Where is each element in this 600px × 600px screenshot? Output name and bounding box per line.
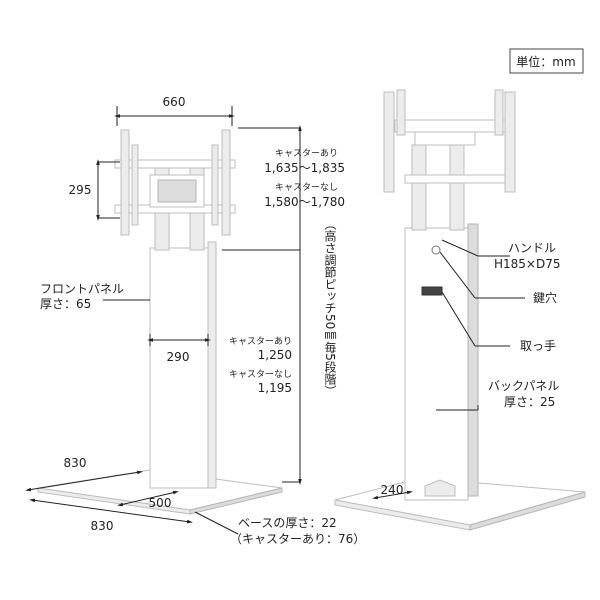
handle-size: H185×D75 bbox=[494, 257, 561, 271]
key-hole-label: 鍵穴 bbox=[533, 290, 557, 305]
dim-height-mount-value: 295 bbox=[69, 183, 92, 197]
front-panel-label: フロントパネル bbox=[40, 282, 124, 296]
total-height-caster-on-label: キャスターあり bbox=[275, 148, 338, 159]
column-height-labels: キャスターあり 1,250 キャスターなし 1,195 bbox=[229, 336, 292, 395]
key-hole-callout: 鍵穴 bbox=[439, 251, 557, 305]
column-height-caster-off-label: キャスターなし bbox=[229, 369, 292, 380]
back-panel-callout: バックパネル 厚さ：25 bbox=[436, 379, 559, 411]
pitch-note: （高さ調節ピッチ50㎜毎5段階） bbox=[323, 218, 337, 397]
base-thickness-caster: （キャスターあり：76） bbox=[230, 532, 365, 546]
unit-label: 単位：mm bbox=[516, 54, 575, 69]
back-panel-label: バックパネル bbox=[488, 379, 559, 393]
column-height-caster-off-value: 1,195 bbox=[258, 381, 292, 395]
dim-width-top-value: 660 bbox=[163, 95, 186, 109]
handle-label: ハンドル bbox=[508, 241, 556, 255]
dim-base-depth-value: 830 bbox=[64, 456, 87, 470]
dim-base-width-value: 830 bbox=[91, 519, 114, 533]
base-thickness-callout: ベースの厚さ：22 （キャスターあり：76） bbox=[194, 511, 365, 546]
column-height-caster-on-value: 1,250 bbox=[258, 348, 292, 362]
front-panel-thickness: 厚さ：65 bbox=[40, 297, 91, 311]
dim-back-width: 240 bbox=[372, 483, 413, 500]
dim-height-column bbox=[222, 249, 300, 483]
dim-width-top: 660 bbox=[114, 95, 235, 126]
dim-column-width: 290 bbox=[147, 334, 211, 364]
grip-label: 取っ手 bbox=[520, 339, 556, 353]
dim-back-width-value: 240 bbox=[381, 483, 404, 497]
dim-column-width-value: 290 bbox=[167, 350, 190, 364]
dim-column-depth-value: 500 bbox=[149, 496, 172, 510]
total-height-caster-off-label: キャスターなし bbox=[275, 182, 338, 193]
front-panel-callout: フロントパネル 厚さ：65 bbox=[40, 282, 150, 311]
front-view-stand bbox=[37, 129, 283, 515]
dim-height-total bbox=[238, 125, 302, 485]
base-thickness-label: ベースの厚さ：22 bbox=[238, 516, 337, 530]
grip-callout: 取っ手 bbox=[441, 291, 556, 353]
handle-callout: ハンドル H185×D75 bbox=[441, 239, 561, 271]
column-height-caster-on-label: キャスターあり bbox=[229, 336, 292, 347]
dim-height-mount: 295 bbox=[69, 159, 120, 221]
dim-base-depth: 830 bbox=[25, 456, 143, 492]
back-panel-thickness: 厚さ：25 bbox=[504, 395, 555, 409]
total-height-labels: キャスターあり 1,635〜1,835 キャスターなし 1,580〜1,780 bbox=[264, 148, 345, 209]
back-view-stand bbox=[334, 89, 586, 531]
dim-column-depth: 500 bbox=[117, 490, 179, 510]
dim-base-width: 830 bbox=[29, 498, 193, 533]
total-height-caster-off-value: 1,580〜1,780 bbox=[264, 195, 345, 209]
unit-label-box: 単位：mm bbox=[509, 48, 584, 74]
total-height-caster-on-value: 1,635〜1,835 bbox=[264, 161, 345, 175]
